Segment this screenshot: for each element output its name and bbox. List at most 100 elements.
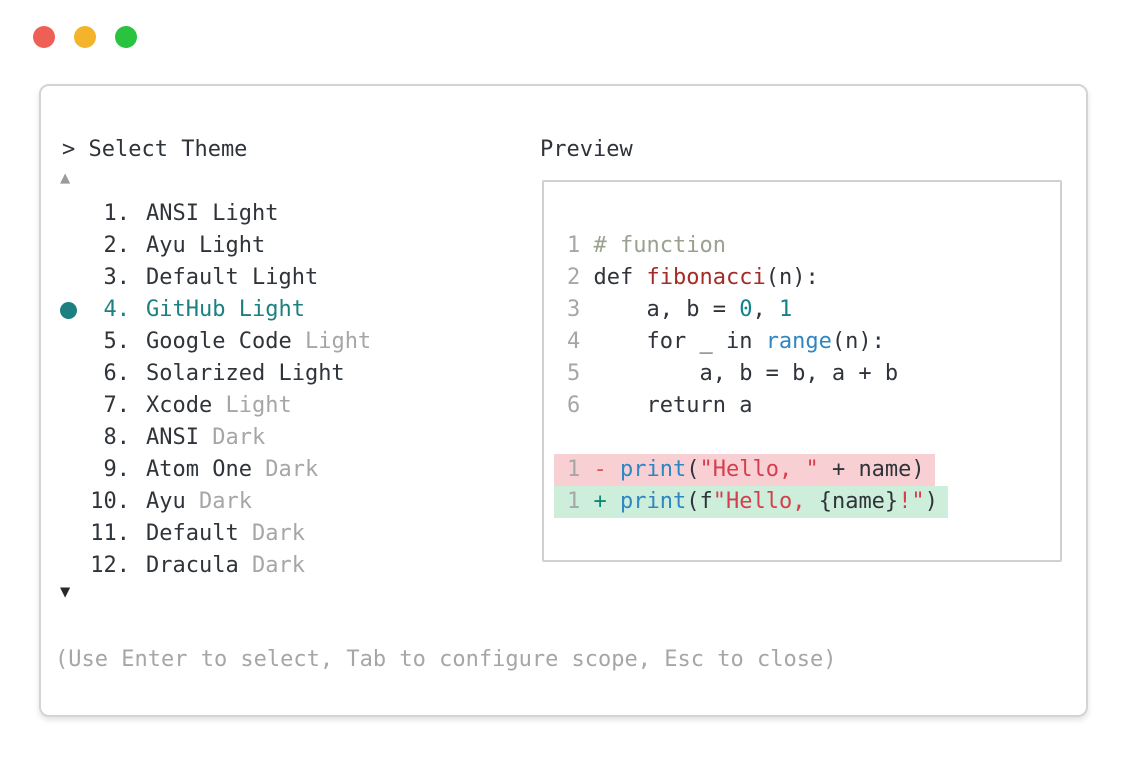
theme-list-item[interactable]: 4.GitHub Light (58, 294, 371, 326)
theme-number: 1. (103, 201, 131, 226)
code-token: {name} (818, 489, 899, 514)
theme-name: ANSI Dark (146, 425, 266, 450)
theme-list-item[interactable]: 8. ANSI Dark (58, 422, 371, 454)
code-token: ( (686, 457, 700, 482)
minimize-button-icon[interactable] (74, 26, 96, 48)
line-number: 1 (567, 457, 594, 482)
window-controls (33, 26, 137, 48)
code-line: 1 # function (567, 230, 1060, 262)
theme-list-item[interactable]: 1.ANSI Light (58, 198, 371, 230)
help-text: (Use Enter to select, Tab to configure s… (55, 647, 837, 672)
theme-name: Default Light (146, 265, 319, 290)
theme-name: Ayu Dark (146, 489, 252, 514)
theme-number: 7. (103, 393, 131, 418)
code-token: , (752, 297, 779, 322)
theme-list-item[interactable]: 12. Dracula Dark (58, 550, 371, 582)
theme-variant: Dark (212, 425, 266, 450)
diff-removed-line: 1 - print("Hello, " + name) (554, 454, 935, 486)
theme-variant: Light (198, 233, 266, 258)
code-token: # function (593, 233, 726, 258)
theme-name: Xcode Light (146, 393, 292, 418)
theme-variant: Light (304, 329, 372, 354)
code-token: fibonacci (646, 265, 766, 290)
code-line: 2 def fibonacci(n): (567, 262, 1060, 294)
code-line: 3 a, b = 0, 1 (567, 294, 1060, 326)
theme-picker-dialog: > Select Theme ▲ 1.ANSI Light 2. Ayu Light… (39, 84, 1088, 717)
theme-variant: Light (238, 297, 305, 322)
theme-variant: Dark (251, 553, 305, 578)
scroll-down-icon[interactable]: ▼ (60, 582, 71, 602)
code-line: 1 + print(f"Hello, {name}!") (554, 486, 1060, 518)
code-token: print (620, 489, 687, 514)
code-line: 6 return a (567, 390, 1060, 422)
theme-list-item[interactable]: 5. Google Code Light (58, 326, 372, 358)
line-number: 1 (567, 233, 594, 258)
code-token: a, b = (593, 297, 740, 322)
theme-name: Google Code Light (146, 329, 372, 354)
code-line: 4 for _ in range(n): (567, 326, 1060, 358)
theme-variant: Light (225, 393, 292, 418)
code-token: 0 (739, 297, 753, 322)
code-line: 5 a, b = b, a + b (567, 358, 1060, 390)
line-number: 2 (567, 265, 594, 290)
code-token: "Hello, " (699, 457, 819, 482)
line-number: 4 (567, 329, 594, 354)
line-number: 6 (567, 393, 594, 418)
code-token: print (620, 457, 687, 482)
dialog-title: > Select Theme (62, 137, 248, 162)
theme-variant: Light (251, 265, 319, 290)
selected-item-bullet-icon (60, 302, 77, 319)
theme-list-item[interactable]: 3. Default Light (58, 262, 371, 294)
theme-variant: Dark (251, 521, 305, 546)
theme-name: Ayu Light (146, 233, 266, 258)
code-token: + name) (818, 457, 925, 482)
code-token: 1 (778, 297, 793, 322)
theme-name: Default Dark (146, 521, 305, 546)
theme-variant: Light (278, 361, 345, 386)
scroll-up-icon[interactable]: ▲ (60, 168, 71, 188)
theme-number: 2. (103, 233, 131, 258)
theme-list-item[interactable]: 11. Default Dark (58, 518, 371, 550)
preview-title: Preview (540, 137, 633, 162)
theme-number: 6. (103, 361, 131, 386)
close-button-icon[interactable] (33, 26, 55, 48)
line-number: 3 (567, 297, 594, 322)
line-number: 5 (567, 361, 594, 386)
code-token: - (593, 457, 620, 482)
theme-variant: Dark (198, 489, 252, 514)
theme-list-item[interactable]: 10. Ayu Dark (58, 486, 371, 518)
code-token: a, b = b, a + b (593, 361, 899, 386)
theme-number: 3. (103, 265, 131, 290)
code-token: range (765, 329, 832, 354)
line-number: 1 (567, 489, 594, 514)
theme-number: 12. (90, 553, 130, 578)
code-token: def (593, 265, 647, 290)
code-token: (n): (765, 265, 819, 290)
zoom-button-icon[interactable] (115, 26, 137, 48)
theme-list-item[interactable]: 7. Xcode Light (58, 390, 371, 422)
theme-number: 9. (103, 457, 131, 482)
theme-name: Dracula Dark (146, 553, 305, 578)
theme-number: 11. (90, 521, 130, 546)
theme-list-item[interactable]: 9. Atom One Dark (58, 454, 371, 486)
code-token: (f (686, 489, 713, 514)
code-token: + (593, 489, 620, 514)
theme-name: Solarized Light (146, 361, 345, 386)
theme-name: GitHub Light (146, 297, 305, 322)
code-token: !" (898, 489, 925, 514)
theme-number: 5. (103, 329, 131, 354)
theme-list: 1.ANSI Light 2. Ayu Light 3. Default Light 4.… (58, 198, 371, 582)
code-token: "Hello, (712, 489, 819, 514)
theme-list-item[interactable]: 6. Solarized Light (58, 358, 371, 390)
theme-number: 8. (103, 425, 131, 450)
diff-added-line: 1 + print(f"Hello, {name}!") (554, 486, 948, 518)
theme-list-item[interactable]: 2. Ayu Light (58, 230, 371, 262)
code-line: 1 - print("Hello, " + name) (554, 454, 1060, 486)
theme-variant: Dark (265, 457, 319, 482)
theme-name: Atom One Dark (146, 457, 319, 482)
theme-number: 10. (90, 489, 130, 514)
code-line (567, 422, 1060, 454)
theme-variant: Light (212, 201, 279, 226)
code-token: return a (593, 393, 753, 418)
